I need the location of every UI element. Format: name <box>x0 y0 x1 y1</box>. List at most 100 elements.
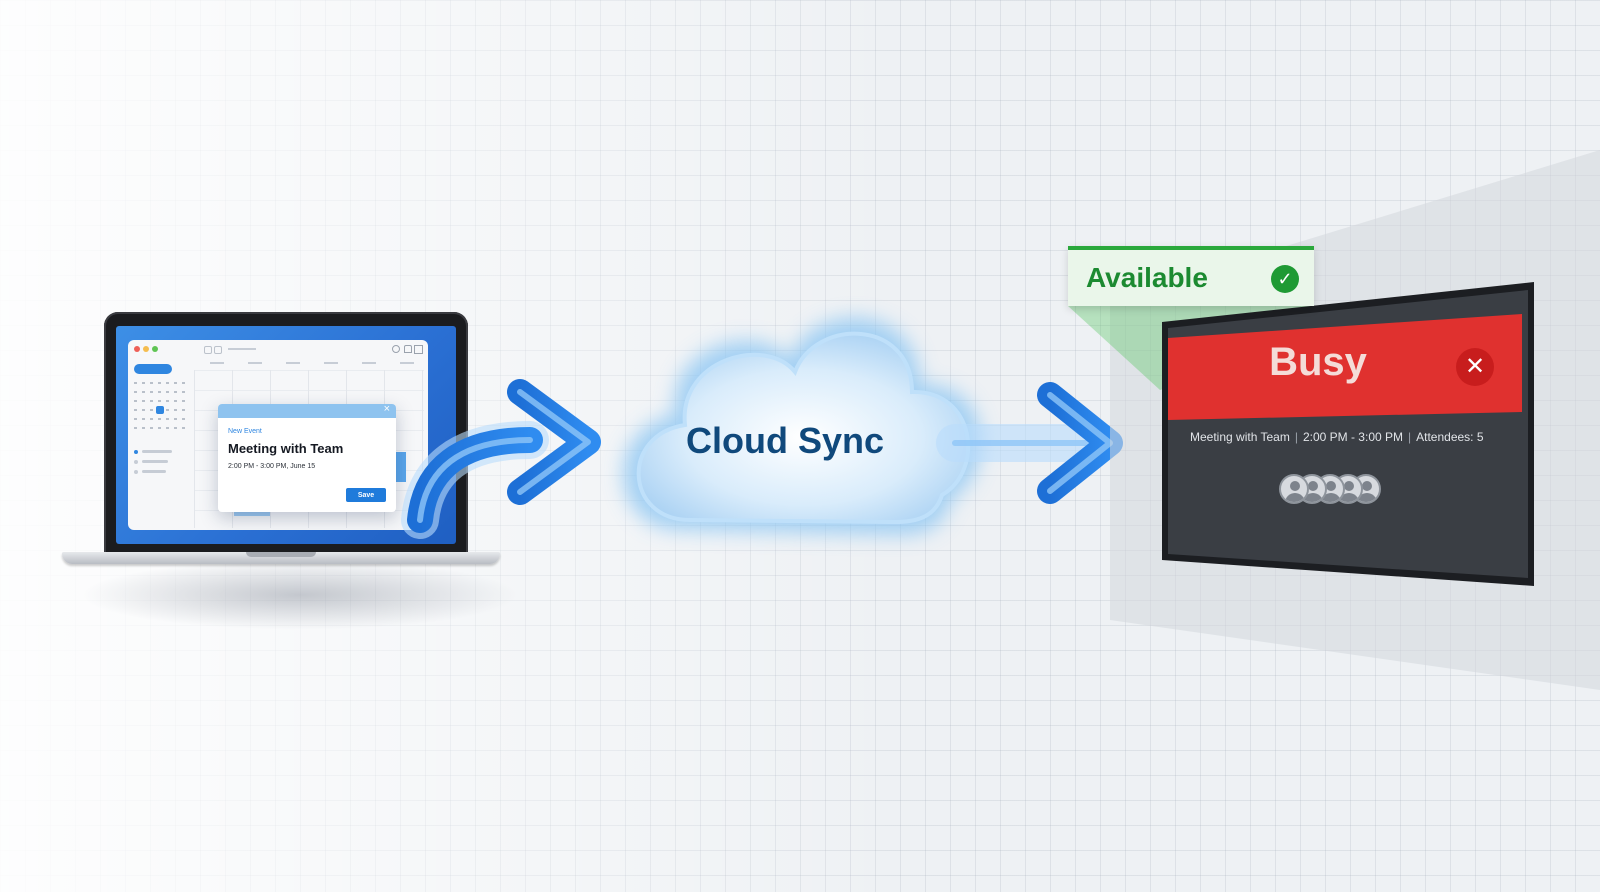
mini-calendar-day[interactable] <box>182 409 185 411</box>
mini-calendar-day[interactable] <box>158 382 161 384</box>
cloud-icon <box>622 317 982 535</box>
mini-calendar-day[interactable] <box>142 427 145 429</box>
mini-calendar-day[interactable] <box>174 409 177 411</box>
mini-calendar-day[interactable] <box>150 382 153 384</box>
window-minimize-dot[interactable] <box>143 346 149 352</box>
close-icon[interactable]: ✕ <box>1456 348 1494 386</box>
calendar-list-item[interactable] <box>142 470 166 473</box>
laptop-notch <box>246 552 316 557</box>
mini-calendar-day[interactable] <box>134 391 137 393</box>
day-header <box>362 362 376 364</box>
new-event-button[interactable] <box>134 364 172 374</box>
mini-calendar-day[interactable] <box>134 382 137 384</box>
day-header <box>210 362 224 364</box>
window-close-dot[interactable] <box>134 346 140 352</box>
mini-calendar-day[interactable] <box>158 427 161 429</box>
mini-calendar-day[interactable] <box>182 427 185 429</box>
dialog-header: × <box>218 403 396 418</box>
calendar-app-window: × New Event Meeting with Team 2:00 PM - … <box>128 340 428 530</box>
calendar-color-dot <box>134 470 138 474</box>
mini-calendar-day[interactable] <box>158 418 161 420</box>
busy-status-label: Busy <box>1269 340 1367 384</box>
mini-calendar-day[interactable] <box>150 427 153 429</box>
mini-calendar-day[interactable] <box>134 400 137 402</box>
mini-calendar-day[interactable] <box>182 391 185 393</box>
mini-calendar-day[interactable] <box>134 409 137 411</box>
mini-calendar-day[interactable] <box>142 382 145 384</box>
available-status-label: Available <box>1086 262 1208 293</box>
laptop-screen: × New Event Meeting with Team 2:00 PM - … <box>116 326 456 544</box>
mini-calendar-day[interactable] <box>142 409 145 411</box>
new-event-dialog: × New Event Meeting with Team 2:00 PM - … <box>218 403 396 512</box>
search-icon[interactable] <box>392 345 400 353</box>
mini-calendar-day[interactable] <box>142 400 145 402</box>
arrow-right-icon <box>936 382 1123 504</box>
calendar-list-item[interactable] <box>142 450 172 453</box>
meeting-name: Meeting with Team <box>1190 430 1290 444</box>
mini-calendar-day[interactable] <box>174 427 177 429</box>
day-header <box>248 362 262 364</box>
app-sidebar <box>128 358 192 530</box>
mini-calendar-day[interactable] <box>174 418 177 420</box>
mini-calendar-day[interactable] <box>150 418 153 420</box>
day-header <box>324 362 338 364</box>
attendee-avatars <box>1279 474 1389 506</box>
meeting-info: Meeting with Team | 2:00 PM - 3:00 PM | … <box>1190 430 1490 444</box>
calendar-list-item[interactable] <box>142 460 168 463</box>
mini-calendar-day[interactable] <box>166 382 169 384</box>
mini-calendar-day[interactable] <box>166 400 169 402</box>
available-badge: Available ✓ <box>1068 246 1314 306</box>
attendee-count: Attendees: 5 <box>1416 430 1484 444</box>
mini-calendar-day[interactable] <box>166 418 169 420</box>
mini-calendar-day[interactable] <box>150 400 153 402</box>
mini-calendar-day[interactable] <box>182 400 185 402</box>
mini-calendar-day[interactable] <box>134 427 137 429</box>
mini-calendar-day[interactable] <box>158 391 161 393</box>
mini-calendar-day[interactable] <box>174 382 177 384</box>
event-title: Meeting with Team <box>228 441 344 456</box>
separator: | <box>1408 430 1412 444</box>
mini-calendar-day[interactable] <box>166 391 169 393</box>
mini-calendar-day[interactable] <box>166 427 169 429</box>
laptop: × New Event Meeting with Team 2:00 PM - … <box>104 312 468 562</box>
busy-banner <box>1168 314 1522 420</box>
mini-calendar-day[interactable] <box>174 400 177 402</box>
avatar-icon <box>1279 474 1309 504</box>
month-title-bar <box>228 348 256 350</box>
mini-calendar <box>134 382 190 442</box>
day-header <box>286 362 300 364</box>
mini-calendar-day[interactable] <box>156 406 164 414</box>
calendar-color-dot <box>134 450 138 454</box>
mini-calendar-day[interactable] <box>174 391 177 393</box>
bell-icon[interactable] <box>404 345 412 353</box>
mini-calendar-day[interactable] <box>182 382 185 384</box>
nav-forward-icon[interactable] <box>214 346 222 354</box>
mini-calendar-day[interactable] <box>150 391 153 393</box>
laptop-base <box>62 552 500 564</box>
arrow-right-icon <box>401 379 601 539</box>
event-time: 2:00 PM - 3:00 PM, June 15 <box>228 463 316 470</box>
mini-calendar-day[interactable] <box>158 400 161 402</box>
calendar-view-icon[interactable] <box>414 345 423 354</box>
dialog-kicker: New Event <box>228 428 262 435</box>
meeting-time: 2:00 PM - 3:00 PM <box>1302 430 1403 444</box>
nav-back-icon[interactable] <box>204 346 212 354</box>
day-header <box>400 362 414 364</box>
mini-calendar-day[interactable] <box>134 418 137 420</box>
mini-calendar-day[interactable] <box>142 391 145 393</box>
mini-calendar-day[interactable] <box>182 418 185 420</box>
close-icon[interactable]: × <box>383 403 390 415</box>
separator: | <box>1294 430 1298 444</box>
calendar-color-dot <box>134 460 138 464</box>
save-button[interactable]: Save <box>346 488 386 502</box>
cloud-sync-label: Cloud Sync <box>685 420 885 461</box>
mini-calendar-day[interactable] <box>142 418 145 420</box>
check-icon: ✓ <box>1271 265 1299 293</box>
app-titlebar <box>128 340 428 358</box>
wall-display <box>1162 282 1534 586</box>
window-zoom-dot[interactable] <box>152 346 158 352</box>
mini-calendar-day[interactable] <box>166 409 169 411</box>
mini-calendar-day[interactable] <box>150 409 153 411</box>
